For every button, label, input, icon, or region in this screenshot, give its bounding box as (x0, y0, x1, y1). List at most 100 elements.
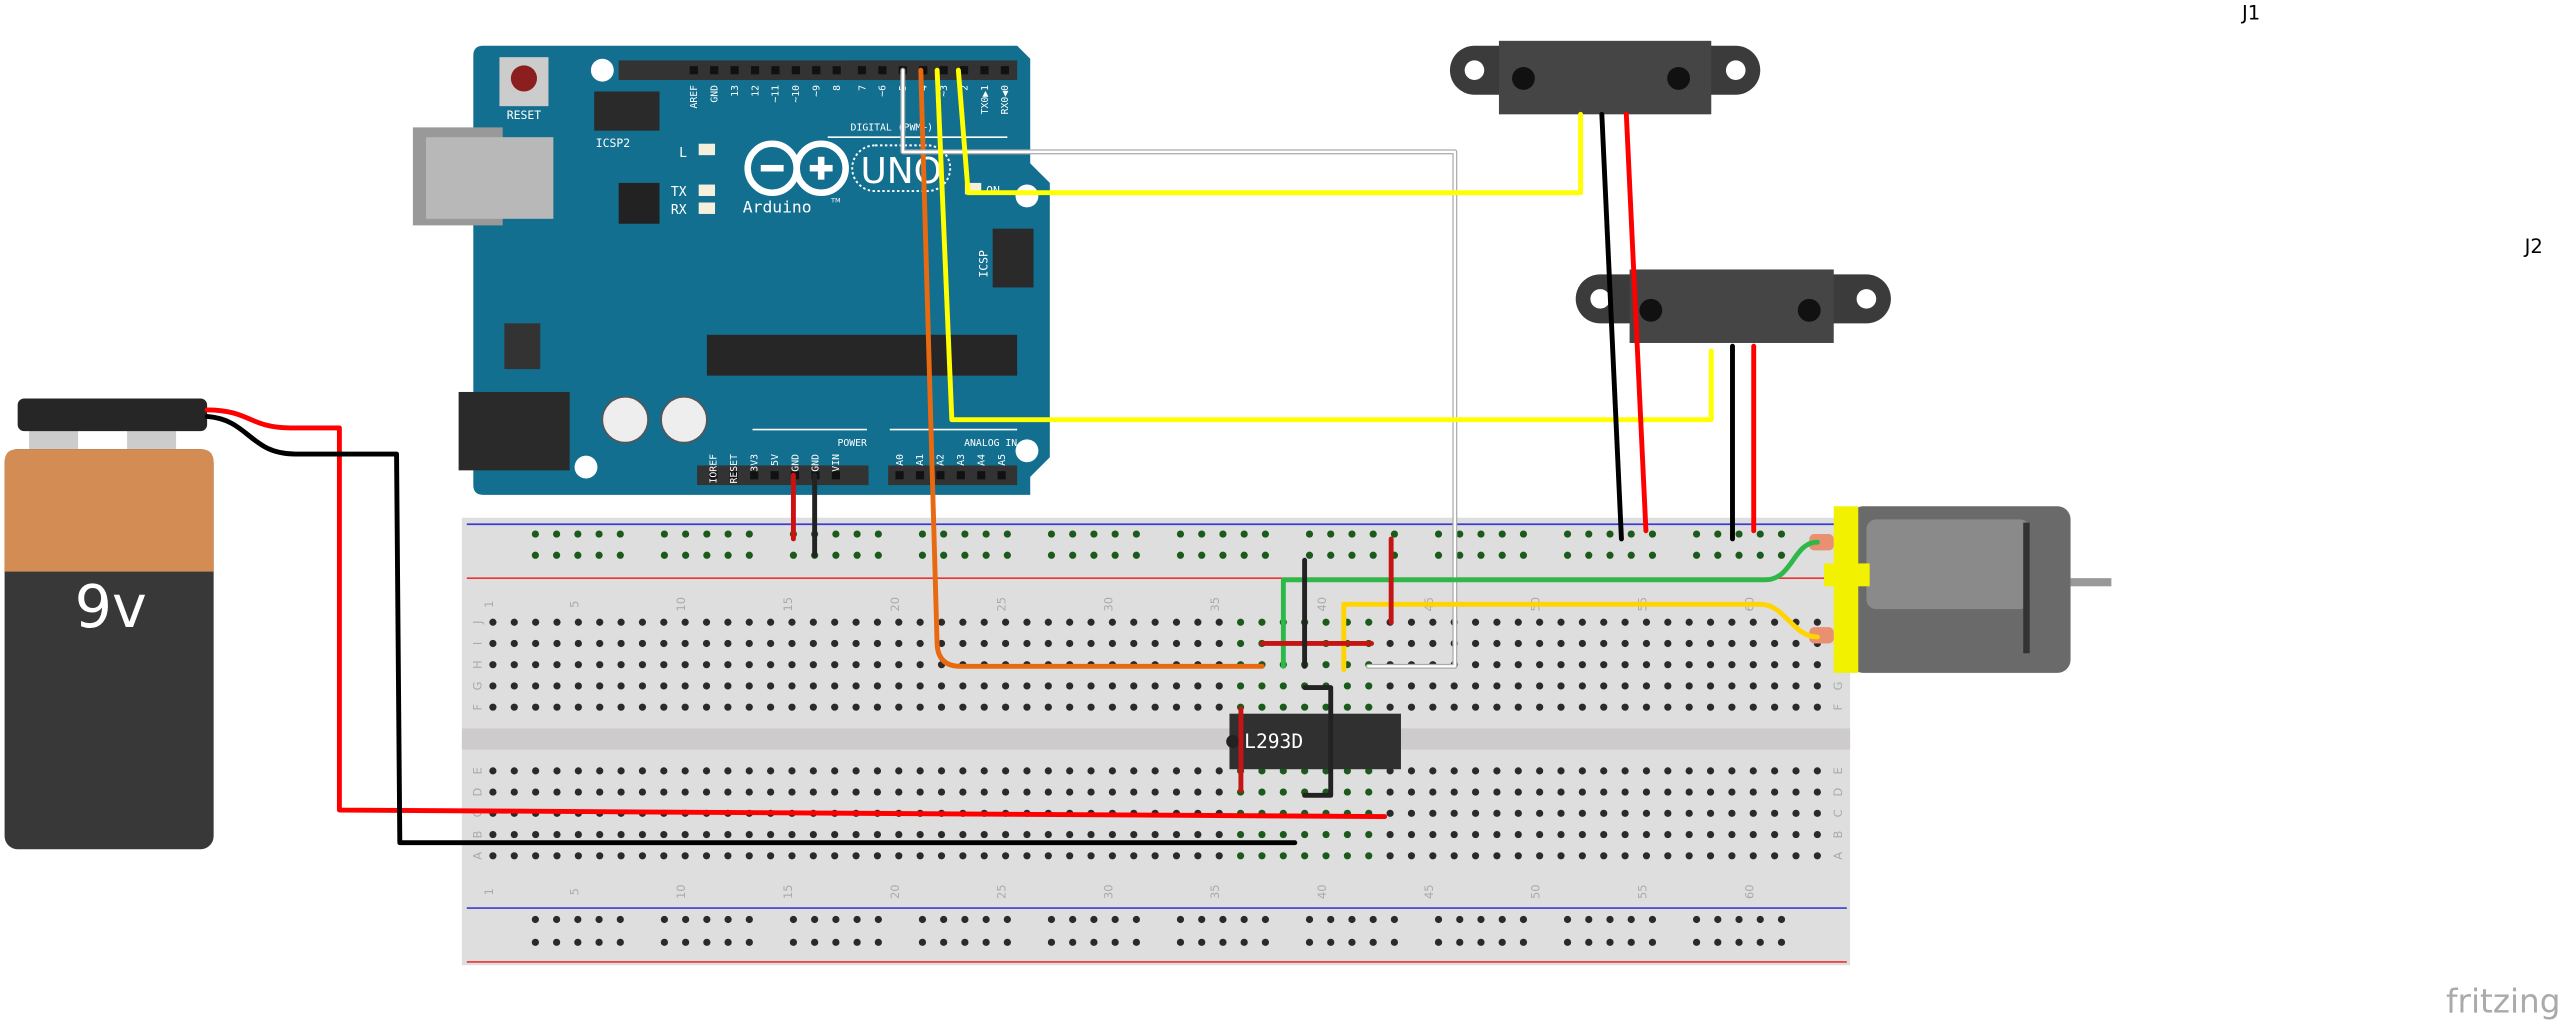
breadboard-hole[interactable] (745, 661, 753, 669)
breadboard-hole[interactable] (1706, 809, 1715, 817)
rail-hole[interactable] (1434, 915, 1443, 924)
rail-hole[interactable] (918, 530, 927, 538)
rail-hole[interactable] (1477, 915, 1485, 924)
breadboard-hole[interactable] (1151, 682, 1159, 690)
rail-hole[interactable] (918, 938, 927, 946)
breadboard-hole[interactable] (1066, 852, 1074, 860)
breadboard-hole[interactable] (937, 618, 946, 626)
breadboard-hole[interactable] (1514, 788, 1522, 796)
breadboard-hole[interactable] (937, 767, 946, 775)
breadboard-hole[interactable] (1365, 618, 1373, 626)
jumper-black-chip[interactable] (1302, 685, 1334, 798)
breadboard-hole[interactable] (489, 767, 497, 775)
rail-hole[interactable] (832, 530, 840, 538)
header-pin[interactable] (980, 66, 989, 75)
rail-hole[interactable] (616, 915, 624, 924)
breadboard-hole[interactable] (1343, 830, 1351, 839)
breadboard-hole[interactable] (895, 788, 903, 796)
breadboard-hole[interactable] (1322, 618, 1330, 626)
header-pin[interactable] (750, 66, 760, 75)
breadboard-hole[interactable] (916, 618, 924, 626)
breadboard-hole[interactable] (1066, 703, 1074, 711)
breadboard-hole[interactable] (1557, 618, 1565, 626)
breadboard-hole[interactable] (1578, 661, 1586, 669)
breadboard-hole[interactable] (788, 618, 796, 626)
breadboard-hole[interactable] (1108, 830, 1116, 839)
breadboard-hole[interactable] (1557, 788, 1565, 796)
breadboard-hole[interactable] (638, 788, 647, 796)
rail-hole[interactable] (1519, 938, 1528, 946)
breadboard-hole[interactable] (1728, 639, 1736, 648)
rail-hole[interactable] (1327, 938, 1335, 946)
breadboard-hole[interactable] (1792, 852, 1800, 860)
breadboard-hole[interactable] (873, 661, 882, 669)
breadboard-hole[interactable] (1279, 703, 1287, 711)
breadboard-hole[interactable] (1407, 809, 1416, 817)
breadboard-hole[interactable] (1706, 830, 1715, 839)
breadboard-hole[interactable] (1258, 788, 1266, 796)
breadboard-hole[interactable] (1642, 703, 1651, 711)
breadboard-hole[interactable] (1108, 788, 1116, 796)
breadboard-hole[interactable] (1172, 830, 1181, 839)
wire-j1-black[interactable] (1599, 111, 1624, 542)
rail-hole[interactable] (1111, 915, 1119, 924)
breadboard-hole[interactable] (916, 703, 924, 711)
rail-hole[interactable] (832, 938, 840, 946)
header-pin[interactable] (812, 66, 821, 75)
breadboard-hole[interactable] (617, 703, 625, 711)
breadboard-hole[interactable] (553, 618, 561, 626)
breadboard-hole[interactable] (788, 788, 796, 796)
breadboard-hole[interactable] (1728, 682, 1736, 690)
breadboard-hole[interactable] (638, 767, 647, 775)
breadboard-hole[interactable] (574, 852, 582, 860)
breadboard-hole[interactable] (1685, 639, 1693, 648)
rail-hole[interactable] (1176, 530, 1185, 538)
breadboard-hole[interactable] (596, 661, 604, 669)
breadboard-hole[interactable] (553, 767, 561, 775)
breadboard-hole[interactable] (1044, 703, 1052, 711)
header-pin[interactable] (750, 471, 759, 480)
rail-hole[interactable] (853, 530, 861, 538)
breadboard-hole[interactable] (831, 788, 839, 796)
breadboard-hole[interactable] (745, 682, 753, 690)
header-pin[interactable] (1000, 66, 1009, 75)
header-pin[interactable] (997, 471, 1006, 480)
rail-hole[interactable] (1606, 530, 1614, 538)
rail-hole[interactable] (1627, 915, 1635, 924)
breadboard-hole[interactable] (937, 639, 946, 648)
rail-hole[interactable] (616, 938, 624, 946)
breadboard-hole[interactable] (1130, 703, 1138, 711)
breadboard-hole[interactable] (510, 639, 518, 648)
breadboard-hole[interactable] (788, 830, 796, 839)
rail-hole[interactable] (1069, 530, 1077, 538)
rail-hole[interactable] (1090, 530, 1098, 538)
rail-hole[interactable] (918, 551, 927, 559)
rail-hole[interactable] (1111, 530, 1119, 538)
breadboard-hole[interactable] (1493, 788, 1501, 796)
breadboard-hole[interactable] (1002, 703, 1010, 711)
breadboard-hole[interactable] (660, 767, 668, 775)
rail-hole[interactable] (1735, 915, 1743, 924)
breadboard-hole[interactable] (1450, 852, 1458, 860)
rail-hole[interactable] (1240, 938, 1248, 946)
breadboard-hole[interactable] (1813, 767, 1821, 775)
breadboard-hole[interactable] (1301, 852, 1309, 860)
breadboard-hole[interactable] (1493, 661, 1501, 669)
breadboard-hole[interactable] (510, 830, 518, 839)
header-pin[interactable] (956, 471, 965, 480)
breadboard-hole[interactable] (1130, 852, 1138, 860)
breadboard-hole[interactable] (510, 852, 518, 860)
breadboard-hole[interactable] (959, 682, 967, 690)
breadboard-hole[interactable] (1578, 703, 1586, 711)
breadboard-hole[interactable] (895, 830, 903, 839)
breadboard-hole[interactable] (1557, 830, 1565, 839)
breadboard-hole[interactable] (1450, 682, 1458, 690)
breadboard-hole[interactable] (1642, 788, 1651, 796)
rail-hole[interactable] (724, 551, 732, 559)
breadboard-hole[interactable] (574, 788, 582, 796)
breadboard-hole[interactable] (745, 618, 753, 626)
breadboard-hole[interactable] (1493, 618, 1501, 626)
breadboard-hole[interactable] (1536, 703, 1544, 711)
rail-hole[interactable] (1648, 551, 1657, 559)
breadboard-hole[interactable] (553, 852, 561, 860)
